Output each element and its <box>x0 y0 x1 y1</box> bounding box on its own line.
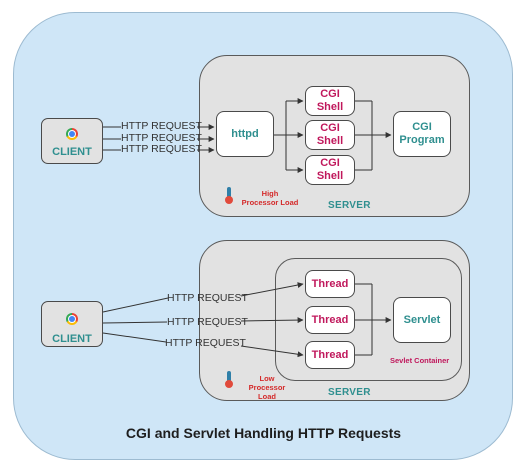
low-load-label: Low Processor Load <box>239 374 295 401</box>
cgi-shell-line1: CGI <box>320 122 340 134</box>
cgi-client-label: CLIENT <box>52 146 92 158</box>
thermometer-icon <box>225 371 233 388</box>
thread-label: Thread <box>311 277 349 290</box>
servlet-server-label: SERVER <box>328 387 371 398</box>
cgi-shell-line2: Shell <box>316 101 344 113</box>
servlet-container-label: Sevlet Container <box>390 356 450 365</box>
cgi-shell-line2: Shell <box>316 170 344 182</box>
high-load-line2: Processor Load <box>241 198 299 207</box>
thread-label: Thread <box>311 313 349 326</box>
httpd-label: httpd <box>231 127 259 140</box>
high-load-label: High Processor Load <box>239 189 301 207</box>
servlet-request-connector <box>102 332 167 343</box>
servlet-request-arrow <box>240 317 304 324</box>
servlet-request-connector <box>102 321 168 324</box>
cgi-program-line2: Program <box>399 134 445 146</box>
servlet-request-label: HTTP REQUEST <box>167 316 248 328</box>
servlet-label: Servlet <box>403 313 441 326</box>
servlet-node: Servlet <box>393 297 451 343</box>
thread-label: Thread <box>311 348 349 361</box>
cgi-shell-line1: CGI <box>320 157 340 169</box>
cgi-client-box: CLIENT <box>41 118 103 164</box>
servlet-request-arrow <box>240 345 304 358</box>
cgi-shell-line1: CGI <box>320 88 340 100</box>
servlet-request-connector <box>102 297 169 313</box>
low-load-line2: Processor Load <box>248 383 286 401</box>
cgi-server-label: SERVER <box>328 200 371 211</box>
high-load-line1: High <box>261 189 279 198</box>
servlet-request-arrow <box>240 282 304 297</box>
diagram-caption: CGI and Servlet Handling HTTP Requests <box>125 425 402 441</box>
servlet-request-label: HTTP REQUEST <box>167 292 248 304</box>
cgi-request-label: HTTP REQUEST <box>121 143 202 155</box>
cgi-request-label: HTTP REQUEST <box>121 120 202 132</box>
servlet-client-box: CLIENT <box>41 301 103 347</box>
thread-node: Thread <box>305 341 355 369</box>
servlet-client-label: CLIENT <box>52 333 92 345</box>
low-load-line1: Low <box>259 374 275 383</box>
servlet-request-label: HTTP REQUEST <box>165 337 246 349</box>
cgi-shell-line2: Shell <box>316 135 344 147</box>
httpd-node: httpd <box>216 111 274 157</box>
thermometer-icon <box>225 187 233 204</box>
cgi-request-label: HTTP REQUEST <box>121 132 202 144</box>
cgi-program-line1: CGI <box>412 121 432 133</box>
chrome-icon <box>66 313 78 325</box>
thread-node: Thread <box>305 270 355 298</box>
thread-node: Thread <box>305 306 355 334</box>
chrome-icon <box>66 128 78 140</box>
